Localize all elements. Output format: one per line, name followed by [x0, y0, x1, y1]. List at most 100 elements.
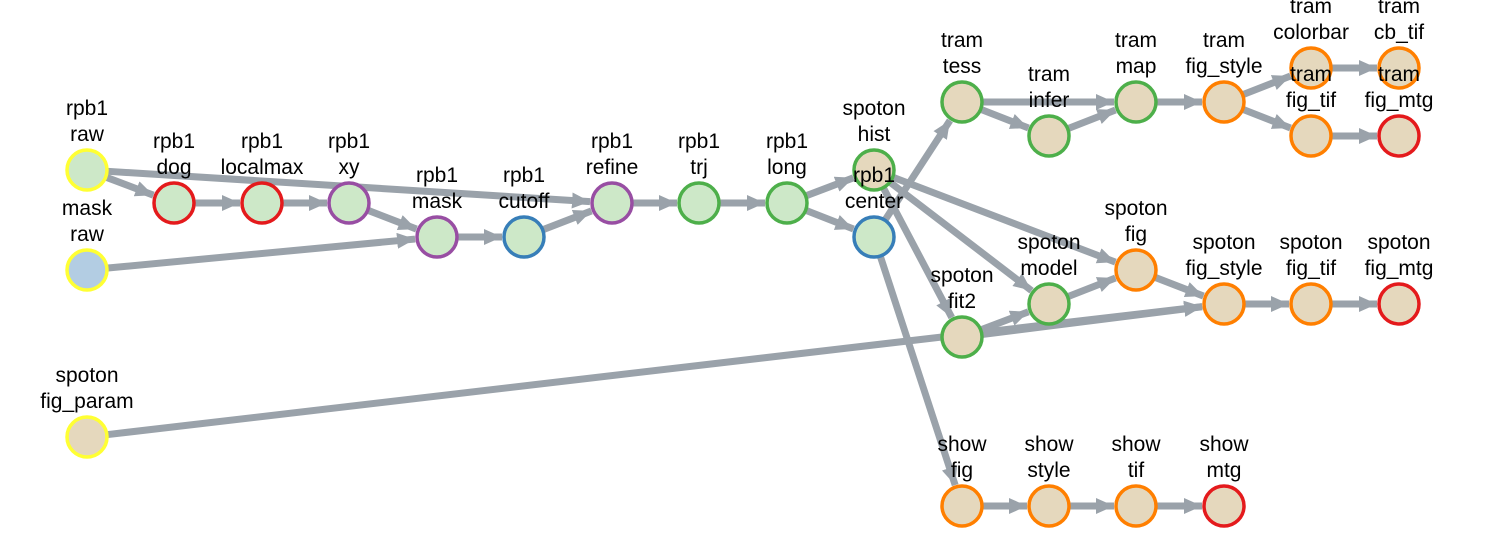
edge-tram_fig_style-to-tram_fig_tif [1242, 106, 1292, 132]
node-label-line-2: tif [1128, 459, 1145, 482]
node-circle[interactable] [327, 181, 371, 225]
node-circle[interactable] [852, 148, 896, 192]
node-circle[interactable] [852, 215, 896, 259]
edge-rpb1_center-to-show_fig [877, 255, 959, 487]
node-circle[interactable] [677, 181, 721, 225]
node-circle[interactable] [1202, 282, 1246, 326]
node-circle[interactable] [940, 484, 984, 528]
edges-layer [105, 60, 1377, 514]
node-label-line-2: fig_tif [1286, 257, 1336, 280]
node-circle[interactable] [1377, 46, 1421, 90]
node-circle[interactable] [1202, 484, 1246, 528]
node-label-line-1: tram [1115, 29, 1157, 52]
node-circle[interactable] [502, 215, 546, 259]
edge-spoton_fig_param-to-spoton_fig_style [107, 300, 1203, 439]
edge-mask_raw-to-rpb1_mask [107, 232, 416, 272]
node-label-line-2: fig_tif [1286, 89, 1336, 112]
node-circle[interactable] [940, 315, 984, 359]
node-label-line-1: rpb1 [241, 130, 283, 153]
node-label-line-2: fig [1125, 223, 1147, 246]
node-circle[interactable] [1114, 80, 1158, 124]
node-circle[interactable] [1202, 80, 1246, 124]
node-label-line-1: tram [1203, 29, 1245, 52]
node-circle[interactable] [1289, 114, 1333, 158]
node-circle[interactable] [590, 181, 634, 225]
node-label-line-1: show [1111, 433, 1161, 456]
node-circle[interactable] [152, 181, 196, 225]
node-circle[interactable] [1289, 282, 1333, 326]
edge-spoton_hist-to-spoton_fit2 [880, 186, 955, 320]
edge-spoton_fit2-to-spoton_model [980, 308, 1030, 333]
node-circle[interactable] [1027, 282, 1071, 326]
node-label-line-2: fig_param [40, 390, 133, 413]
node-label-line-1: show [1199, 433, 1249, 456]
node-label-line-1: rpb1 [853, 164, 895, 187]
node-circle[interactable] [240, 181, 284, 225]
node-circle[interactable] [1114, 484, 1158, 528]
node-circle[interactable] [1114, 248, 1158, 292]
node-circle[interactable] [940, 80, 984, 124]
node-circle[interactable] [1377, 114, 1421, 158]
node-circle[interactable] [1027, 484, 1071, 528]
node-circle[interactable] [65, 415, 109, 459]
node-circle[interactable] [1377, 282, 1421, 326]
node-label-line-2: center [845, 190, 903, 213]
node-circle[interactable] [65, 248, 109, 292]
edge-tram_tess-to-tram_infer [980, 106, 1030, 132]
node-label-line-1: spoton [1017, 231, 1080, 254]
node-label-line-1: spoton [842, 97, 905, 120]
node-circle[interactable] [65, 148, 109, 192]
node-circle[interactable] [765, 181, 809, 225]
node-label-line-2: raw [70, 123, 105, 146]
node-label-line-1: tram [1290, 0, 1332, 18]
node-label-line-1: rpb1 [591, 130, 633, 153]
node-circle[interactable] [1027, 114, 1071, 158]
node-circle[interactable] [1289, 46, 1333, 90]
node-circle[interactable] [415, 215, 459, 259]
node-rpb1_center[interactable]: rpb1 center [845, 164, 903, 259]
node-show_tif[interactable]: show tif [1111, 433, 1161, 528]
